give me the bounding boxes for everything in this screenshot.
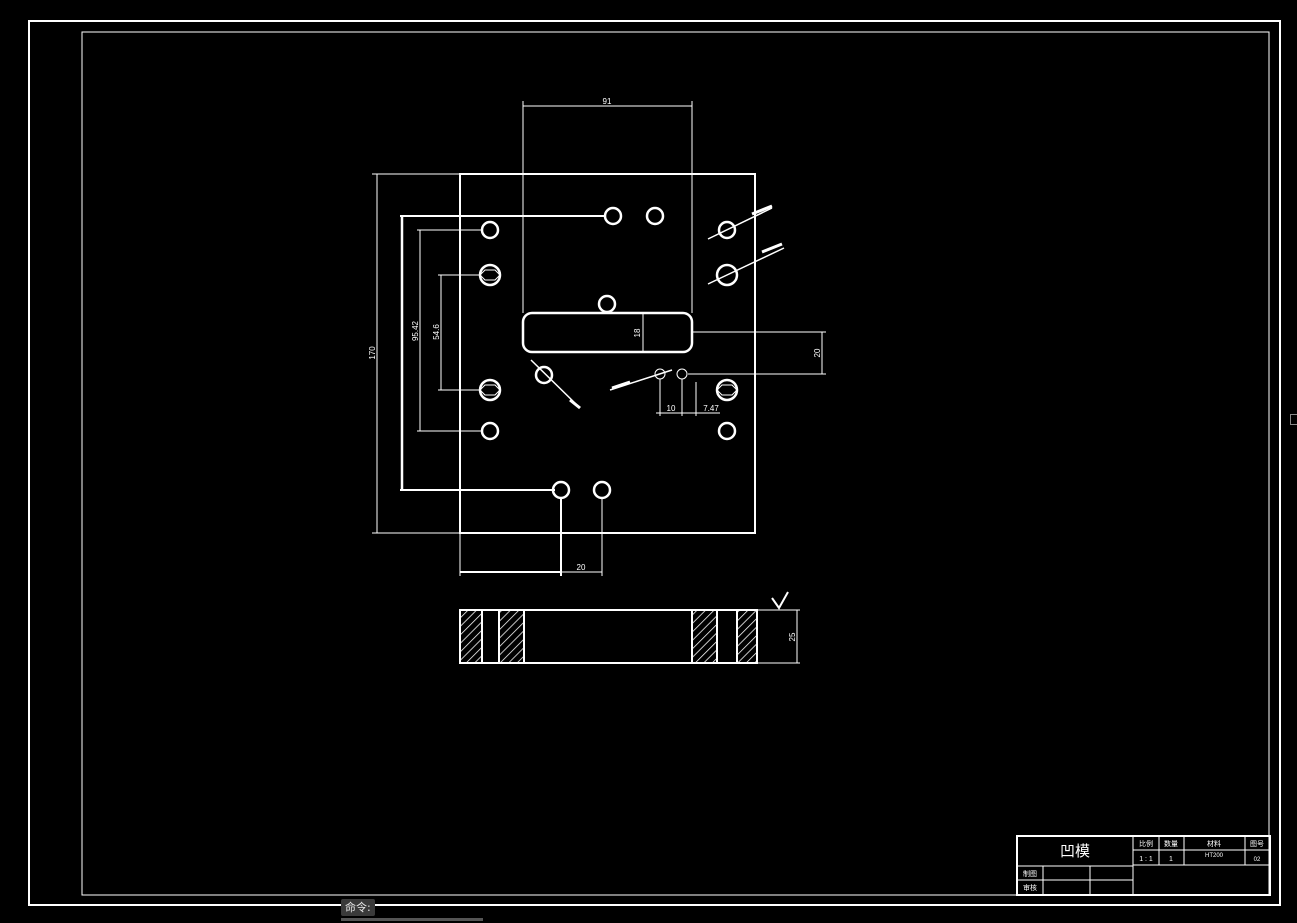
- hatched-region: [691, 609, 718, 664]
- title-material-label: 材料: [1207, 839, 1221, 848]
- dim-text-top-width: 91: [603, 97, 612, 106]
- title-qty-label: 数量: [1164, 839, 1178, 848]
- hole: [551, 480, 571, 500]
- dim-text-slot-height: 18: [633, 328, 642, 337]
- dim-text-overall-height: 170: [368, 346, 377, 360]
- hole: [592, 480, 612, 500]
- hex-hole: [479, 384, 501, 396]
- hatched-region: [459, 609, 483, 664]
- hole: [717, 421, 737, 441]
- hex-hole: [716, 384, 738, 396]
- title-part-name: 凹模: [1060, 843, 1090, 860]
- hole: [603, 206, 623, 226]
- hole: [717, 220, 737, 240]
- dim-text-small-hole-spacing: 10: [667, 404, 676, 413]
- hole: [480, 421, 500, 441]
- plan-view: [372, 101, 826, 576]
- command-line-input[interactable]: [341, 918, 483, 921]
- section-view: [459, 591, 800, 664]
- center-slot: [521, 311, 694, 354]
- hole: [534, 365, 554, 385]
- title-block: [1016, 835, 1271, 896]
- title-scale-value: 1 : 1: [1139, 856, 1153, 863]
- inner-frame: [81, 31, 1270, 896]
- die-plate-outline: [459, 173, 756, 534]
- hole: [715, 263, 739, 287]
- hex-hole: [479, 269, 501, 281]
- title-material-value: HT200: [1205, 853, 1224, 859]
- hole: [715, 378, 739, 402]
- leader-line: [707, 247, 785, 285]
- hole: [480, 220, 500, 240]
- dim-text-inner-height-2: 54.6: [432, 324, 441, 340]
- small-hole: [676, 368, 688, 380]
- hole: [597, 294, 617, 314]
- leader-label-mark: [569, 204, 783, 410]
- dim-lines: [372, 101, 826, 576]
- title-drawing-no-label: 图号: [1250, 840, 1264, 848]
- leader-line: [707, 207, 773, 240]
- hatched-region: [736, 609, 758, 664]
- outer-frame: [28, 20, 1281, 906]
- title-drawn-by-label: 制图: [1023, 869, 1037, 878]
- hole: [478, 378, 502, 402]
- dim-text-small-hole-offset: 7.47: [703, 404, 719, 413]
- surface-finish-symbol: [771, 591, 789, 610]
- hole: [478, 263, 502, 287]
- dim-text-bottom-spacing: 20: [577, 563, 586, 572]
- title-checked-by-label: 审核: [1023, 883, 1037, 892]
- title-scale-label: 比例: [1139, 839, 1153, 848]
- title-qty-value: 1: [1169, 856, 1173, 863]
- crosshair-marker: [1290, 414, 1297, 425]
- command-line-prompt[interactable]: 命令:: [341, 899, 375, 916]
- dim-text-inner-height-1: 95.42: [411, 320, 420, 341]
- dim-text-right-offset: 20: [813, 348, 822, 357]
- hole: [645, 206, 665, 226]
- title-drawing-no-value: 02: [1254, 857, 1261, 863]
- hatched-region: [498, 609, 525, 664]
- dim-text-section-thickness: 25: [788, 632, 797, 641]
